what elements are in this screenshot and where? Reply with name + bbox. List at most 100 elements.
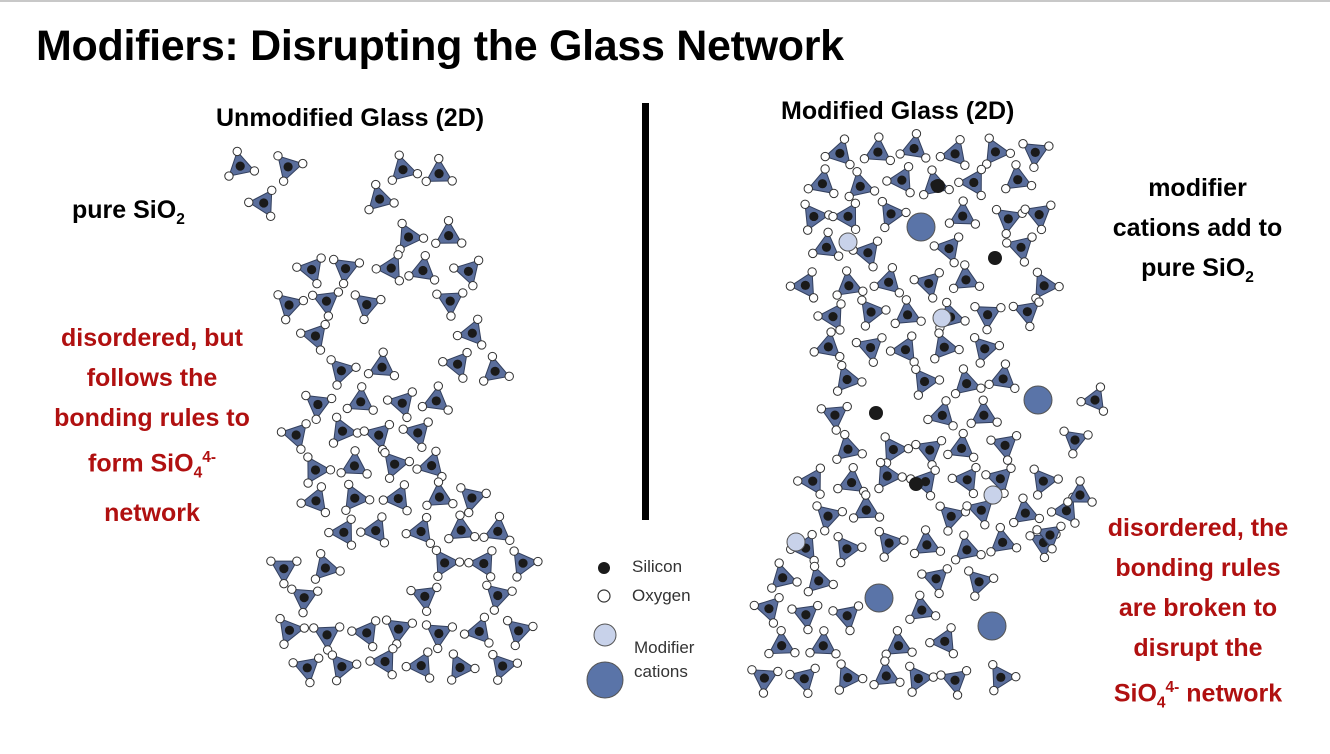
oxygen-atom xyxy=(934,328,944,338)
oxygen-atom xyxy=(833,251,844,261)
oxygen-atom xyxy=(869,281,879,291)
oxygen-atom xyxy=(232,146,242,157)
oxygen-atom xyxy=(1001,183,1011,194)
oxygen-atom xyxy=(834,685,845,695)
oxygen-atom xyxy=(423,647,433,657)
silicon-atom xyxy=(920,477,931,487)
left-label: pure SiO2 xyxy=(72,190,185,240)
oxygen-atom xyxy=(935,546,946,556)
silicon-atom xyxy=(823,342,833,352)
left-desc-line: disordered, but xyxy=(61,324,243,352)
oxygen-atom xyxy=(346,514,356,524)
oxygen-atom xyxy=(950,389,961,399)
oxygen-atom xyxy=(776,625,786,636)
oxygen-atom xyxy=(433,381,443,391)
oxygen-atom xyxy=(848,513,859,523)
oxygen-atom xyxy=(785,281,796,291)
oxygen-atom xyxy=(787,604,797,614)
oxygen-atom xyxy=(935,151,946,162)
oxygen-atom xyxy=(1001,229,1011,239)
oxygen-atom xyxy=(923,414,933,425)
oxygen-atom xyxy=(350,290,360,300)
oxygen-atom xyxy=(768,618,779,628)
silicon-atom xyxy=(418,265,428,276)
silicon-atom xyxy=(467,493,477,503)
silicon-atom xyxy=(445,296,455,306)
oxygen-atom xyxy=(807,529,817,540)
silicon-atom xyxy=(884,277,894,287)
oxygen-atom xyxy=(485,572,496,582)
oxygen-atom xyxy=(917,569,927,579)
silicon-atom xyxy=(828,312,838,322)
left-desc-line: network xyxy=(104,499,200,528)
oxygen-atom xyxy=(378,495,389,505)
oxygen-atom xyxy=(325,465,336,475)
oxygen-atom xyxy=(803,184,813,194)
oxygen-atom xyxy=(820,151,830,162)
oxygen-atom xyxy=(359,314,369,325)
oxygen-atom xyxy=(812,501,822,511)
oxygen-atom xyxy=(303,478,313,488)
right-label: modifier cations add to pure SiO2 xyxy=(1080,168,1315,298)
oxygen-atom xyxy=(836,299,846,309)
silicon-atom xyxy=(311,496,321,506)
silicon-atom xyxy=(855,181,865,191)
oxygen-atom xyxy=(943,449,953,460)
oxygen-atom xyxy=(1005,148,1016,159)
modifier-cation xyxy=(932,308,952,328)
oxygen-atom xyxy=(905,187,915,198)
oxygen-atom xyxy=(305,677,315,688)
oxygen-atom xyxy=(971,462,981,473)
modifier-cation xyxy=(1023,385,1053,415)
silicon-atom xyxy=(886,209,896,219)
silicon-atom xyxy=(283,162,293,172)
silicon-atom xyxy=(1090,395,1100,405)
oxygen-atom xyxy=(454,557,465,567)
oxygen-atom xyxy=(820,164,830,174)
silicon-atom xyxy=(514,626,524,636)
oxygen-atom xyxy=(857,673,868,684)
oxygen-atom xyxy=(1020,204,1030,214)
oxygen-atom xyxy=(976,549,986,560)
right-label-line: cations add to xyxy=(1112,214,1283,242)
oxygen-atom xyxy=(868,357,879,368)
oxygen-atom xyxy=(276,427,287,437)
oxygen-atom xyxy=(301,419,311,429)
right-desc-formula-text: SiO xyxy=(1113,679,1157,708)
oxygen-atom xyxy=(1098,406,1109,416)
silicon-atom xyxy=(498,661,508,671)
oxygen-atom xyxy=(959,530,969,540)
silicon-atom xyxy=(846,477,857,488)
silicon-atom xyxy=(1034,210,1044,220)
oxygen-atom xyxy=(836,557,846,568)
silicon-atom xyxy=(434,169,444,179)
oxygen-atom xyxy=(1027,232,1037,242)
oxygen-atom xyxy=(907,647,917,657)
oxygen-atom xyxy=(813,600,823,611)
modifier-cation xyxy=(906,212,936,242)
oxygen-atom xyxy=(464,558,474,568)
oxygen-atom xyxy=(976,164,987,175)
oxygen-atom xyxy=(907,331,917,341)
oxygen-atom xyxy=(1039,552,1050,563)
oxygen-atom xyxy=(224,171,234,181)
silicon-atom xyxy=(371,526,381,536)
oxygen-atom xyxy=(1006,463,1016,473)
oxygen-atom xyxy=(379,538,390,548)
silicon-atom xyxy=(988,251,1002,265)
silicon-atom xyxy=(313,399,323,410)
silicon-atom xyxy=(866,307,876,317)
oxygen-atom xyxy=(903,443,914,454)
oxygen-atom xyxy=(470,663,480,674)
silicon-atom xyxy=(493,526,503,536)
silicon-atom xyxy=(374,430,384,440)
silicon-atom xyxy=(808,476,818,486)
oxygen-atom xyxy=(323,311,334,321)
right-desc-formula-sub: 4 xyxy=(1156,694,1166,712)
silicon-atom xyxy=(961,275,971,285)
legend-silicon-label: Silicon xyxy=(632,557,683,576)
silicon-atom xyxy=(962,545,972,555)
left-desc-formula: form SiO44- xyxy=(22,438,282,493)
silicon-atom xyxy=(950,149,960,159)
oxygen-atom xyxy=(382,395,393,405)
